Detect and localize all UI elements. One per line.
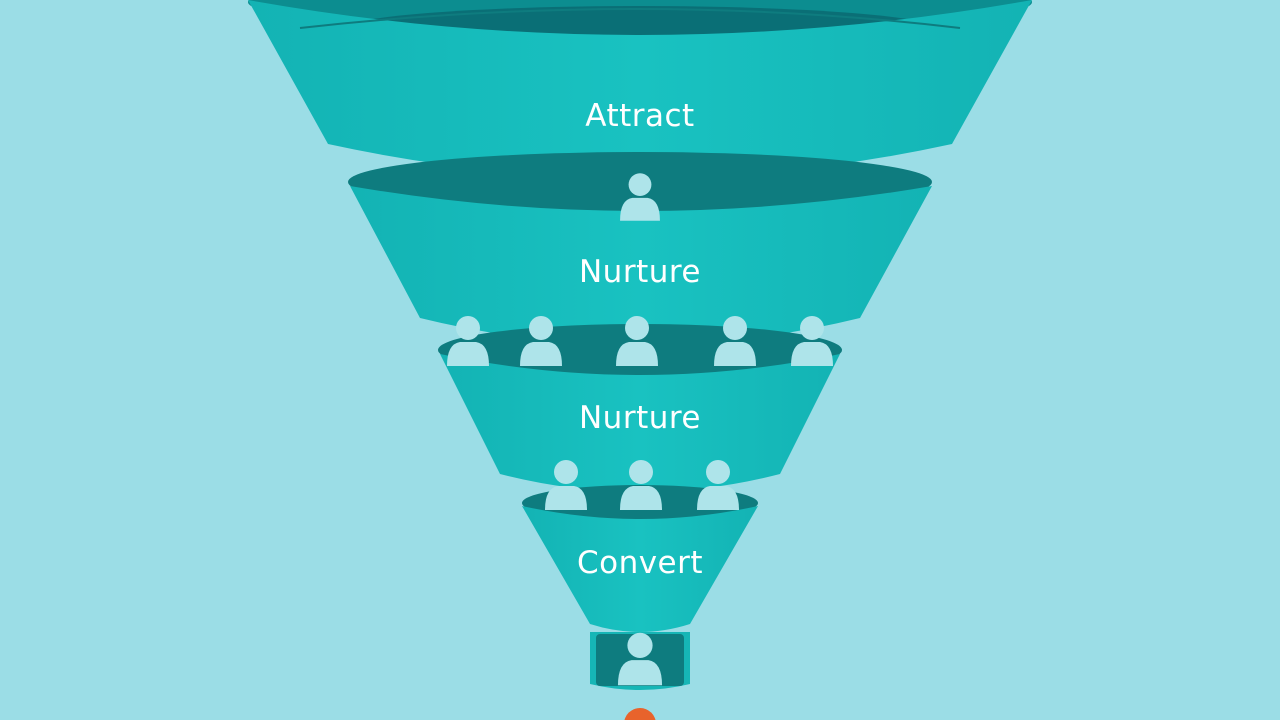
person-body — [617, 660, 663, 686]
person-icon — [616, 316, 658, 366]
funnel-body-attract — [248, 0, 1032, 178]
person-body — [697, 486, 739, 510]
stage-label-nurture-1: Nurture — [579, 254, 701, 290]
funnel-body-nurture-1 — [350, 186, 932, 345]
person-head — [627, 632, 653, 658]
person-head — [629, 460, 653, 484]
person-icon — [620, 460, 662, 510]
person-body — [791, 342, 833, 366]
funnel-body-nurture-2 — [440, 354, 840, 492]
person-body — [714, 342, 756, 366]
stage-label-nurture-2: Nurture — [579, 400, 701, 436]
person-head — [625, 316, 649, 340]
drop-icon — [624, 708, 656, 720]
stage-label-attract: Attract — [585, 98, 694, 134]
funnel-spout-window — [596, 634, 684, 686]
person-body — [620, 197, 660, 221]
person-icon — [714, 316, 756, 366]
people-layer — [447, 173, 833, 686]
funnel-body-convert — [522, 506, 758, 632]
funnel-rim-line-attract — [299, 8, 961, 29]
person-icon — [617, 632, 663, 686]
person-body — [447, 342, 489, 366]
person-head — [706, 460, 730, 484]
person-icon — [620, 173, 660, 221]
person-body — [545, 486, 587, 510]
person-head — [723, 316, 747, 340]
person-head — [529, 316, 553, 340]
person-icon — [791, 316, 833, 366]
person-body — [620, 486, 662, 510]
person-head — [800, 316, 824, 340]
person-head — [628, 173, 652, 196]
funnel-segment-attract: Attract — [248, 0, 1032, 178]
funnel-segment-convert: Convert — [522, 485, 758, 632]
person-head — [554, 460, 578, 484]
person-icon — [447, 316, 489, 366]
stage-label-convert: Convert — [577, 545, 703, 581]
person-head — [456, 316, 480, 340]
person-body — [616, 342, 658, 366]
person-icon — [545, 460, 587, 510]
person-icon — [520, 316, 562, 366]
person-icon — [697, 460, 739, 510]
person-body — [520, 342, 562, 366]
